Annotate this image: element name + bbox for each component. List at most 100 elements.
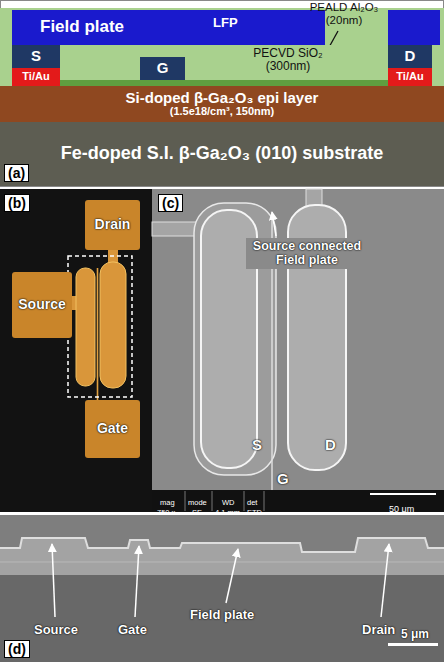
surface-outline — [0, 538, 444, 552]
scale-bar — [388, 643, 438, 646]
drain-pad: Drain — [85, 200, 140, 250]
info-divider — [212, 491, 213, 511]
sem-info: mode — [188, 499, 207, 508]
leader-line — [52, 544, 55, 617]
leader-line — [135, 546, 139, 617]
label-anchor: WD — [222, 491, 235, 509]
gate-pad: Gate — [85, 400, 140, 458]
source-finger — [76, 268, 95, 386]
callout-label: Source connected Field plate — [246, 238, 368, 269]
node-text: S — [31, 48, 41, 64]
label-anchor: SE — [192, 501, 202, 519]
layer-label: PEALD Al₂O₃ (20nm) — [298, 1, 390, 27]
node-text: D — [405, 48, 416, 64]
sem-image — [152, 189, 444, 512]
drain-electrode: D — [388, 45, 432, 68]
node-text: Drain — [95, 217, 131, 232]
sem-info: ETD — [247, 509, 262, 518]
sem-info: mag — [160, 499, 175, 508]
leader-line — [381, 544, 389, 617]
label-anchor: 750 x — [157, 501, 175, 519]
panel-label: (a) — [4, 164, 29, 182]
label-anchor: mode — [188, 491, 207, 509]
label-anchor: (a) — [4, 164, 29, 182]
scale-label: 5 μm — [401, 628, 429, 642]
layer-boundary — [0, 562, 444, 563]
sem-cross-section — [0, 515, 444, 662]
substrate-layer: Fe-doped S.I. β-Ga₂O₃ (010) substrate — [0, 122, 444, 186]
panel-label: (c) — [158, 194, 183, 212]
part-label: Field plate — [190, 608, 254, 623]
node-text: Ti/Au — [22, 71, 49, 83]
label-anchor: ETD — [247, 501, 262, 519]
label-anchor: Source connected Field plate — [246, 238, 364, 269]
drain-finger — [100, 262, 126, 388]
epi-layer: Si-doped β-Ga₂O₃ epi layer(1.5e18/cm³, 1… — [0, 86, 444, 122]
node-text: G — [157, 60, 169, 76]
oxide-region: PECVD SiO₂ (300nm) G — [60, 45, 388, 80]
label-anchor: (c) — [158, 194, 183, 212]
part-label: Drain — [362, 623, 395, 638]
scale-bar — [370, 493, 436, 495]
info-divider — [185, 491, 186, 511]
label-anchor: 5 μm — [401, 624, 429, 642]
scale-label: 50 μm — [389, 504, 414, 514]
label-anchor: PEALD Al₂O₃ (20nm) — [298, 1, 390, 28]
label-anchor: 50 μm — [389, 498, 414, 516]
sem-info: WD — [222, 499, 235, 508]
label-anchor: S — [252, 436, 262, 454]
device-stack — [0, 538, 444, 575]
label-anchor: (b) — [4, 194, 30, 212]
node-text: Fe-doped S.I. β-Ga₂O₃ (010) substrate — [61, 144, 383, 163]
sem-info: 750 x — [157, 509, 175, 518]
node-text: Source — [18, 297, 65, 312]
label-anchor: 4.1 mm — [215, 501, 240, 519]
gate-electrode: G — [140, 57, 185, 80]
node-text: Si-doped β-Ga₂O₃ epi layer — [126, 90, 319, 106]
label-anchor: G — [277, 470, 289, 488]
leader-line — [272, 212, 276, 236]
sem-info: 4.1 mm — [215, 509, 240, 518]
label-anchor: det — [247, 491, 257, 509]
leader-line — [226, 549, 238, 603]
substrate-region — [0, 575, 444, 662]
dimension-label: LFP — [213, 16, 238, 31]
panel-label: (b) — [4, 194, 30, 212]
node-text: Ti/Au — [396, 71, 423, 83]
node-text: PECVD SiO₂ (300nm) — [238, 47, 338, 73]
zoom-box — [68, 256, 132, 397]
info-divider — [244, 491, 245, 511]
label-anchor: mag — [160, 491, 175, 509]
field-plate: Field plate — [12, 10, 325, 45]
sem-info: SE — [192, 509, 202, 518]
label-anchor: (d) — [4, 640, 30, 658]
electrode-label: D — [325, 436, 336, 453]
panel-frame — [1, 1, 444, 187]
node-text: (1.5e18/cm³, 150nm) — [170, 106, 275, 118]
part-label: Source — [34, 623, 78, 638]
label-anchor: Field plate — [190, 605, 254, 623]
ohmic-contact: Ti/Au — [388, 68, 432, 86]
ohmic-contact: Ti/Au — [12, 68, 60, 86]
label-anchor: LFP — [213, 13, 238, 31]
part-label: Gate — [118, 623, 147, 638]
electrode-label: S — [252, 436, 262, 453]
info-divider — [264, 491, 265, 511]
panel-label: (d) — [4, 640, 30, 658]
sem-info: det — [247, 499, 257, 508]
label-anchor: D — [325, 436, 336, 454]
node-text: Field plate — [40, 18, 124, 36]
optical-image — [0, 189, 152, 512]
node-text: Gate — [97, 421, 128, 436]
drain-metal — [388, 10, 440, 45]
sio2-layer — [0, 8, 444, 86]
source-pad: Source — [12, 272, 72, 338]
label-anchor: Gate — [118, 620, 147, 638]
label-anchor: Source — [34, 620, 78, 638]
label-anchor: Drain — [362, 620, 395, 638]
electrode-label: G — [277, 470, 289, 487]
gate-line — [97, 268, 99, 401]
source-electrode: S — [12, 45, 60, 68]
